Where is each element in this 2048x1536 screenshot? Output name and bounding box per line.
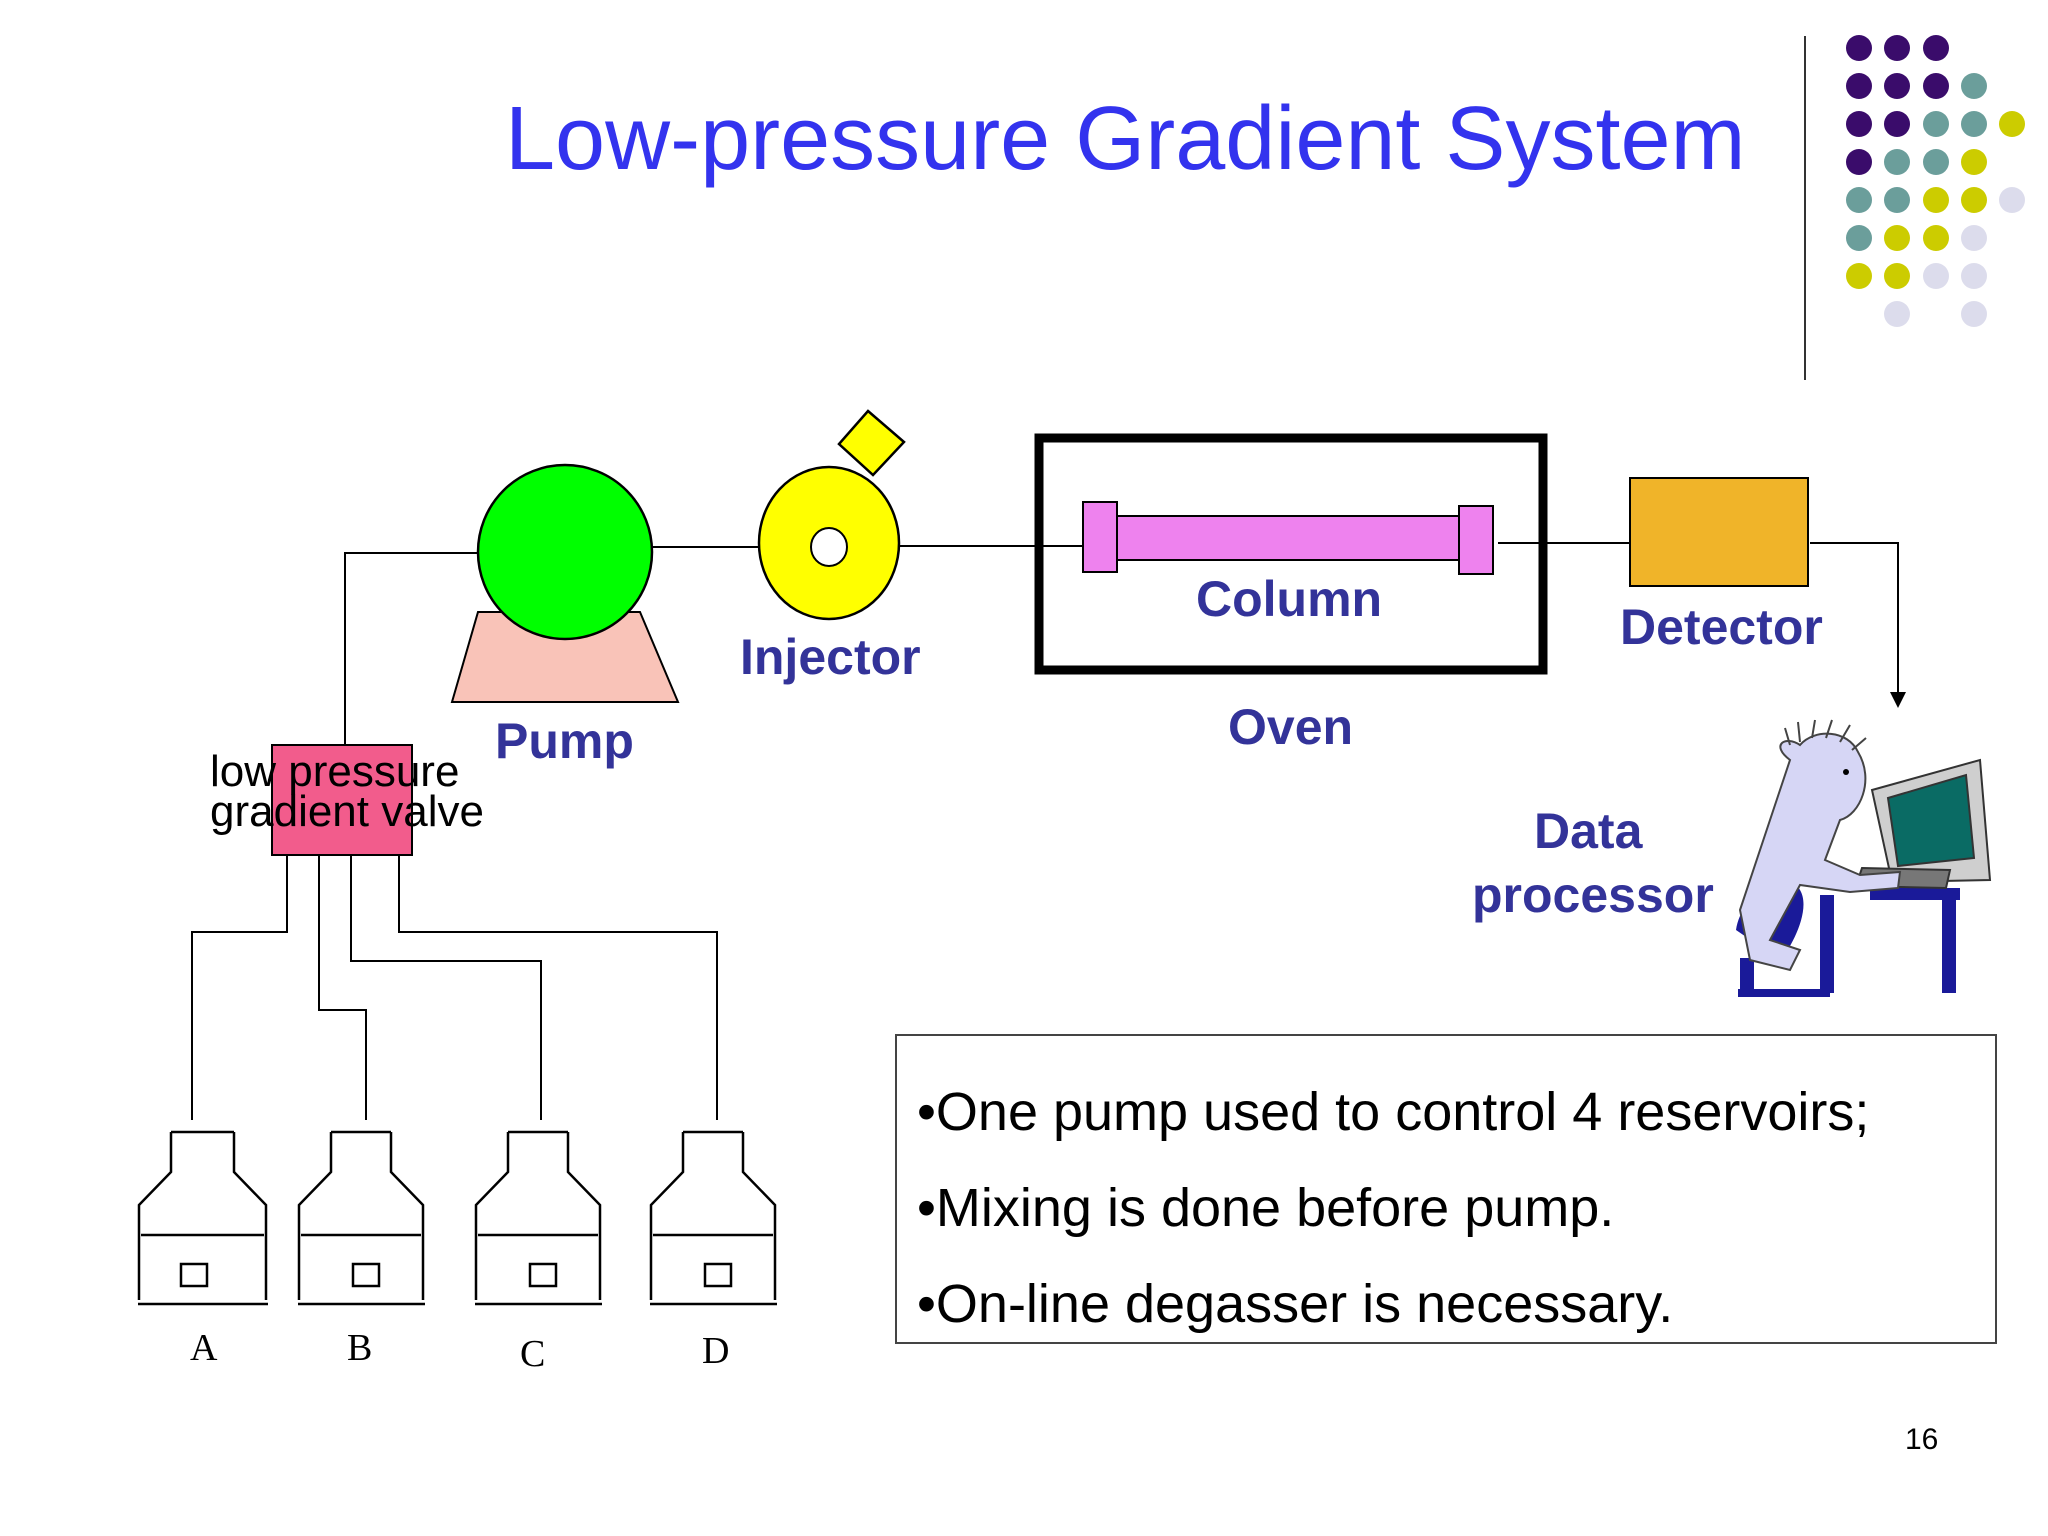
- detector-label: Detector: [1620, 599, 1823, 655]
- slide-title: Low-pressure Gradient System: [505, 89, 1746, 189]
- gradient-valve-icon: [271, 744, 413, 856]
- decorative-dot-grid: [1846, 35, 2025, 327]
- note-line-3: •On-line degasser is necessary.: [917, 1274, 1674, 1334]
- oven-box: [1034, 433, 1548, 675]
- reservoir-d-label: D: [702, 1330, 730, 1372]
- column-label: Column: [1196, 571, 1383, 627]
- column-tube: [1115, 515, 1461, 561]
- data-processor-person-icon: [1736, 719, 1992, 997]
- pump-label: Pump: [495, 713, 634, 769]
- oven-label: Oven: [1228, 699, 1354, 755]
- reservoir-c-icon: [474, 1130, 602, 1306]
- tubing: [191, 542, 1899, 1120]
- detector-icon: [1629, 477, 1809, 587]
- column-outlet-fitting: [1458, 505, 1494, 575]
- reservoir-c-label: C: [520, 1333, 546, 1375]
- valve-label-line2: gradient valve: [210, 787, 484, 836]
- reservoir-bottles: [137, 1130, 777, 1306]
- data-processor-label-line1: Data: [1534, 803, 1643, 859]
- reservoir-d-icon: [649, 1130, 777, 1306]
- column-inlet-fitting: [1082, 501, 1118, 573]
- note-line-2: •Mixing is done before pump.: [917, 1178, 1615, 1238]
- injector-label: Injector: [740, 629, 921, 685]
- notes-box: •One pump used to control 4 reservoirs; …: [895, 1034, 1997, 1344]
- pump-icon: [476, 463, 654, 641]
- reservoir-b-icon: [297, 1130, 425, 1306]
- reservoir-a-icon: [137, 1130, 268, 1306]
- injector-handle: [837, 409, 906, 477]
- page-number: 16: [1905, 1423, 1939, 1456]
- valve-label-line1: low pressure: [210, 747, 460, 796]
- note-line-1: •One pump used to control 4 reservoirs;: [917, 1082, 1870, 1142]
- injector-port: [810, 527, 848, 567]
- reservoir-a-label: A: [190, 1327, 218, 1369]
- reservoir-b-label: B: [347, 1327, 373, 1369]
- data-processor-label-line2: processor: [1472, 867, 1714, 923]
- arrow-to-data-processor-icon: [1890, 692, 1906, 708]
